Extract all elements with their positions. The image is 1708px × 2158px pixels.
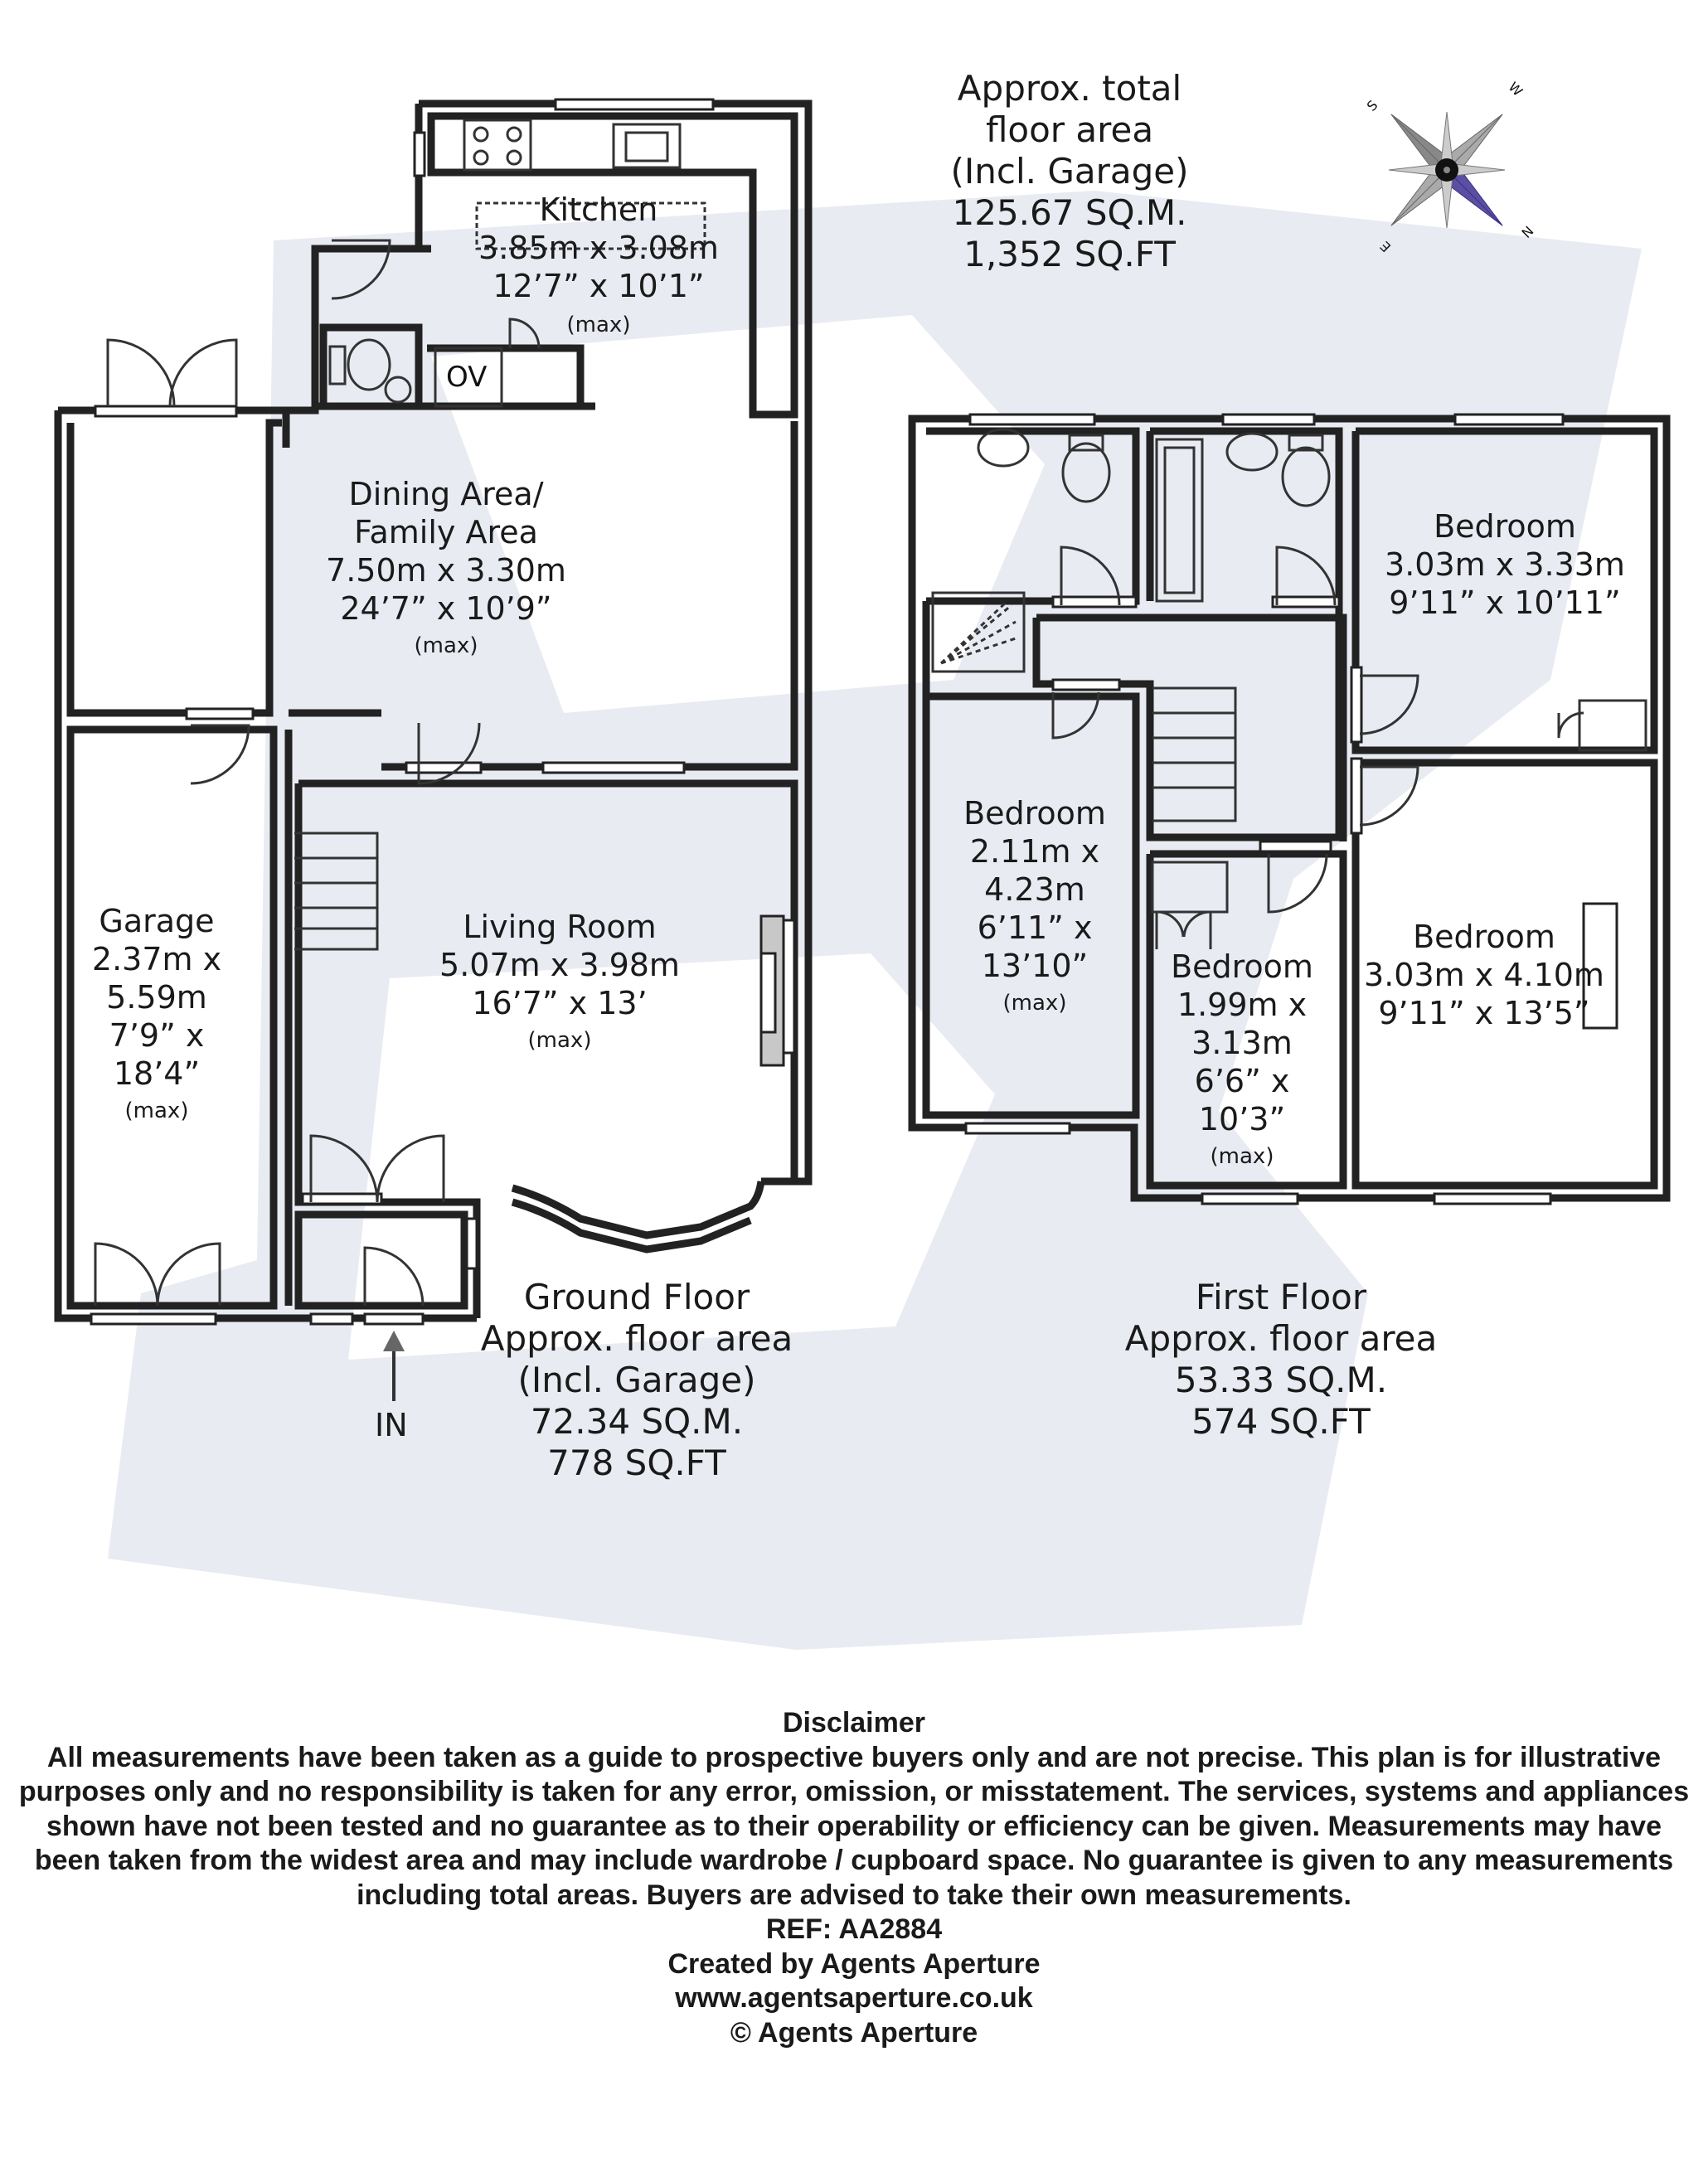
disclaimer-body: All measurements have been taken as a gu… xyxy=(18,1741,1690,1911)
garage-label: Garage 2.37m x 5.59m 7’9” x 18’4” (max) xyxy=(91,903,222,1123)
ground-floor-area-label: Ground Floor Approx. floor area (Incl. G… xyxy=(480,1277,793,1483)
disclaimer: Disclaimer All measurements have been ta… xyxy=(0,1706,1708,2050)
bedroom-se-label: Bedroom 3.03m x 4.10m 9’11” x 13’5” xyxy=(1364,919,1604,1031)
disclaimer-title: Disclaimer xyxy=(783,1707,925,1739)
first-floor-windows xyxy=(964,413,1618,1205)
reference: REF: AA2884 xyxy=(765,1913,943,1945)
copyright: © Agents Aperture xyxy=(730,2016,978,2049)
first-bathroom-fixtures xyxy=(931,428,1331,673)
fireplace xyxy=(759,914,785,1067)
dining-family-label: Dining Area/ Family Area 7.50m x 3.30m 2… xyxy=(326,476,566,658)
bedroom-ne-label: Bedroom 3.03m x 3.33m 9’11” x 10’11” xyxy=(1385,508,1625,621)
total-area-label: Approx. total floor area (Incl. Garage) … xyxy=(950,68,1189,274)
ground-stairs xyxy=(294,832,379,951)
first-floor-walls xyxy=(908,415,1671,1202)
ground-wc-fixtures xyxy=(328,338,412,404)
living-room-label: Living Room 5.07m x 3.98m 16’7” x 13’ (m… xyxy=(439,909,680,1053)
created-by: Created by Agents Aperture xyxy=(667,1947,1041,1980)
first-stairs xyxy=(1151,686,1647,914)
first-floor-doors xyxy=(1051,546,1584,949)
bedroom-w-label: Bedroom 2.11m x 4.23m 6’11” x 13’10” (ma… xyxy=(963,795,1106,1016)
website: www.agentsaperture.co.uk xyxy=(675,1982,1033,2014)
first-floor-area-label: First Floor Approx. floor area 53.33 SQ.… xyxy=(1124,1277,1438,1442)
bedroom-mid-label: Bedroom 1.99m x 3.13m 6’6” x 10’3” (max) xyxy=(1171,948,1313,1169)
kitchen-max-note: (max) xyxy=(566,313,631,337)
oven-label: OV xyxy=(446,361,488,394)
entrance-arrow xyxy=(383,1331,405,1401)
kitchen-fixtures xyxy=(434,119,706,408)
kitchen-label: Kitchen 3.85m x 3.08m 12’7” x 10’1” xyxy=(478,192,719,304)
ground-floor-doors xyxy=(94,239,541,1307)
entrance-label: IN xyxy=(375,1407,408,1443)
compass-rose xyxy=(1388,111,1506,229)
ground-floor-windows xyxy=(90,98,796,1326)
